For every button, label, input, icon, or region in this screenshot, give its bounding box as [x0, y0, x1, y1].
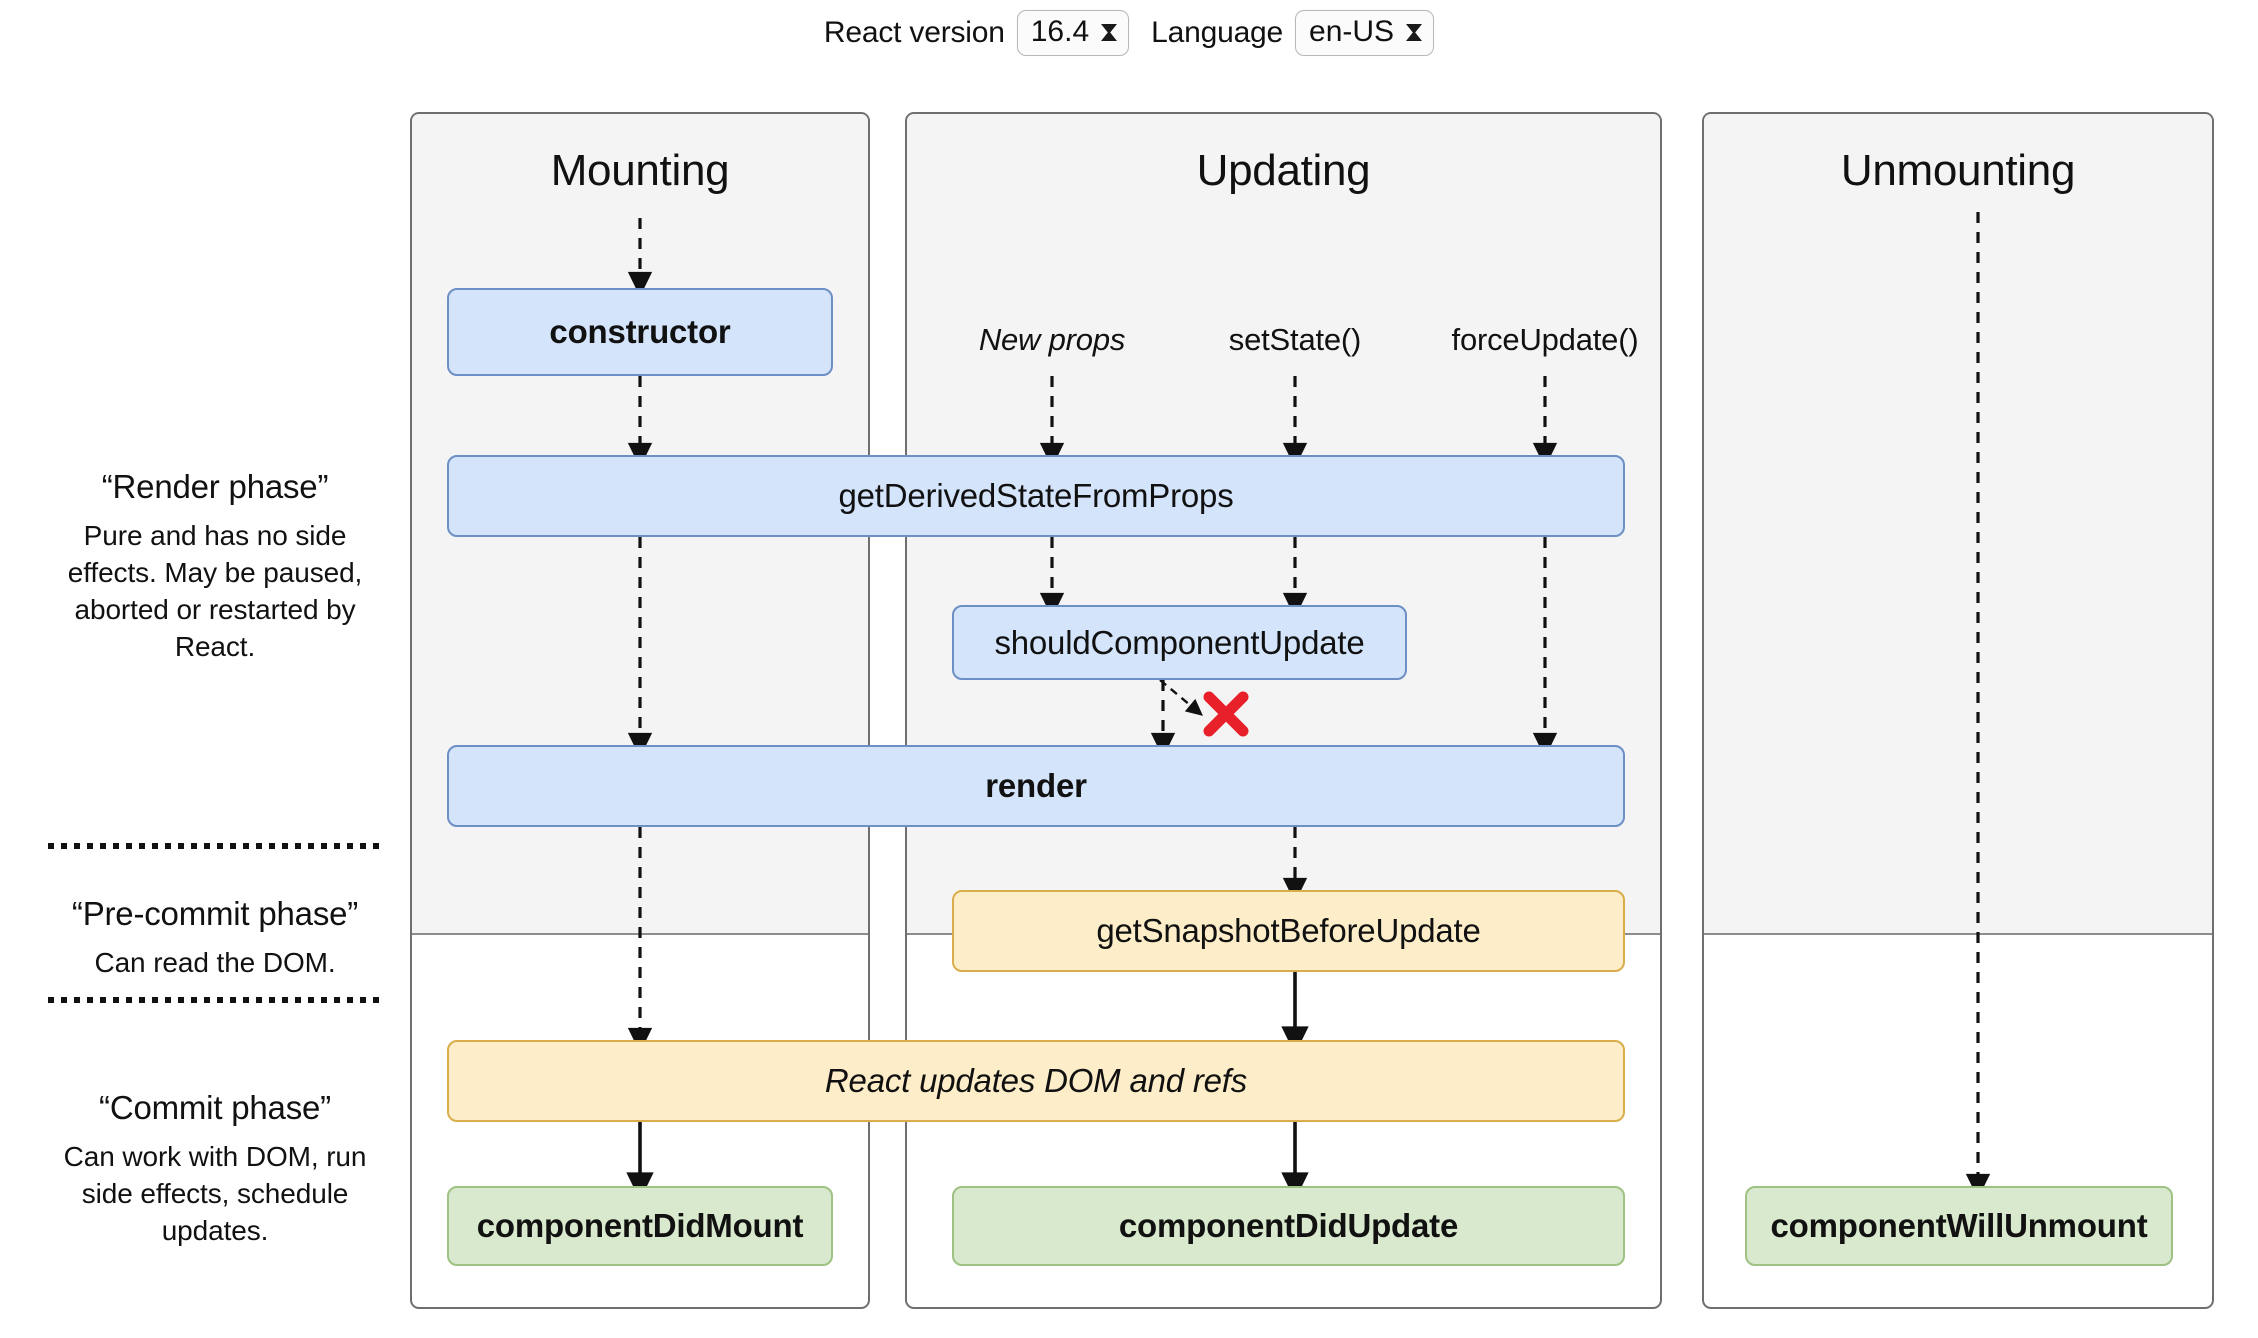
- column-title-updating: Updating: [1196, 146, 1371, 195]
- legend-desc-commit-phase: Can work with DOM, run side effects, sch…: [63, 1141, 367, 1246]
- react-version-label: React version: [823, 16, 1005, 49]
- box-react-updates-dom-and-refs[interactable]: React updates DOM and refs: [447, 1040, 1625, 1122]
- trigger-force-update: forceUpdate(): [1451, 322, 1639, 357]
- settings-bar: React version 16.4 Language en-US: [0, 0, 2258, 66]
- language-control: Language en-US: [1151, 10, 1435, 56]
- column-title-mounting: Mounting: [550, 146, 730, 195]
- box-should-component-update[interactable]: shouldComponentUpdate: [952, 605, 1407, 680]
- trigger-set-state: setState(): [1228, 322, 1362, 357]
- react-version-select[interactable]: 16.4: [1016, 10, 1130, 56]
- language-label: Language: [1151, 16, 1284, 49]
- box-component-did-update[interactable]: componentDidUpdate: [952, 1186, 1625, 1266]
- box-component-will-unmount[interactable]: componentWillUnmount: [1745, 1186, 2173, 1266]
- box-render[interactable]: render: [447, 745, 1625, 827]
- box-get-snapshot-before-update[interactable]: getSnapshotBeforeUpdate: [952, 890, 1625, 972]
- legend-pre-commit-phase: “Pre-commit phase” Can read the DOM.: [40, 895, 390, 982]
- column-updating: Updating: [905, 112, 1662, 1309]
- column-unmounting: Unmounting: [1702, 112, 2214, 1309]
- react-version-control: React version 16.4: [823, 10, 1130, 56]
- legend-title-pre-commit-phase: “Pre-commit phase”: [71, 895, 359, 932]
- legend-divider-bottom: [48, 997, 383, 1003]
- legend-title-render-phase: “Render phase”: [101, 468, 329, 505]
- trigger-new-props: New props: [978, 322, 1126, 357]
- language-value: en-US: [1309, 15, 1395, 48]
- legend-render-phase: “Render phase” Pure and has no side effe…: [40, 468, 390, 666]
- unmounting-render-phase-region: [1704, 114, 2212, 935]
- legend-title-commit-phase: “Commit phase”: [99, 1089, 331, 1126]
- legend-desc-pre-commit-phase: Can read the DOM.: [94, 947, 336, 978]
- legend-commit-phase: “Commit phase” Can work with DOM, run si…: [40, 1089, 390, 1250]
- legend-desc-render-phase: Pure and has no side effects. May be pau…: [67, 520, 363, 662]
- column-title-unmounting: Unmounting: [1840, 146, 2076, 195]
- language-select[interactable]: en-US: [1295, 10, 1435, 56]
- react-version-value: 16.4: [1030, 15, 1090, 48]
- box-constructor[interactable]: constructor: [447, 288, 833, 376]
- box-get-derived-state-from-props[interactable]: getDerivedStateFromProps: [447, 455, 1625, 537]
- box-component-did-mount[interactable]: componentDidMount: [447, 1186, 833, 1266]
- legend-divider-top: [48, 843, 383, 849]
